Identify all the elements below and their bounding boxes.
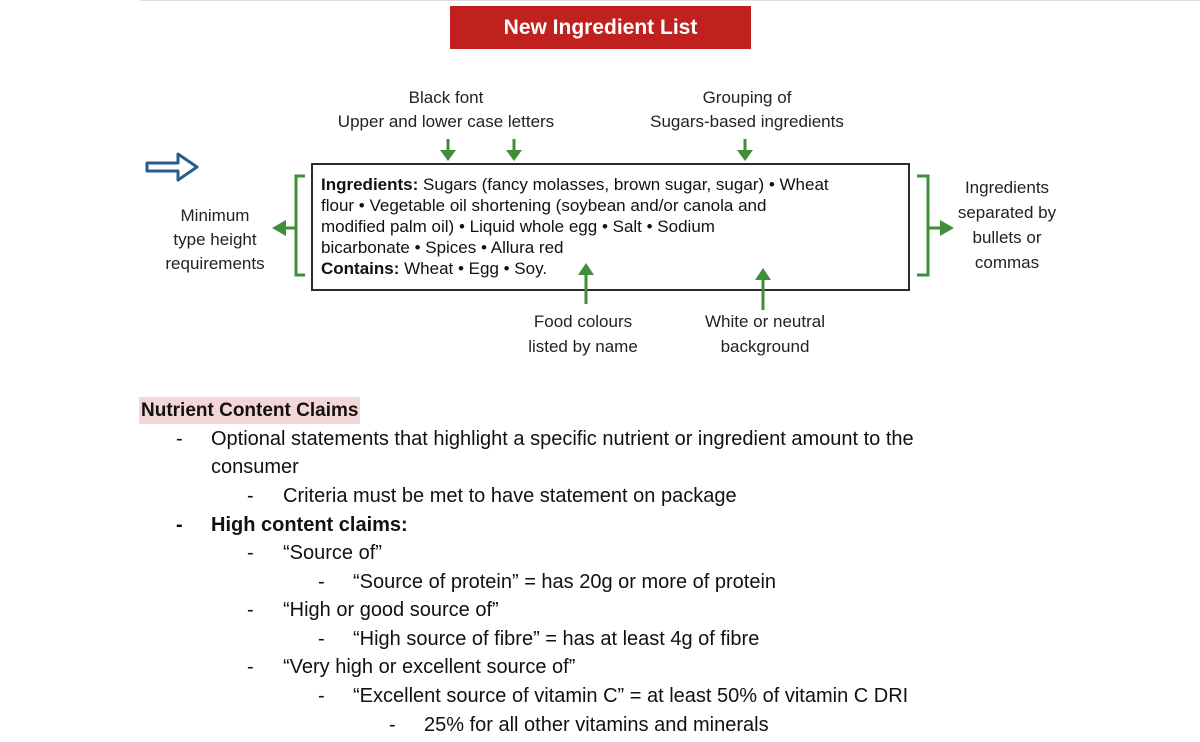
ingredient-line: Ingredients: Sugars (fancy molasses, bro… [321,174,902,195]
callout-min-type-height: Minimum type height requirements [155,204,275,276]
ingredient-line: modified palm oil) • Liquid whole egg • … [321,217,715,236]
bullet-dash: - [176,514,183,536]
list-item-text: “High or good source of” [283,599,499,621]
bullet-dash: - [318,628,325,650]
callout-grouping: Grouping of Sugars-based ingredients [632,86,862,134]
list-item-text: consumer [211,456,299,478]
section-heading: Nutrient Content Claims [139,397,361,424]
list-item-text: “Excellent source of vitamin C” = at lea… [353,685,909,707]
left-bracket-icon [285,174,305,277]
callout-line: type height [173,230,257,249]
left-arrow-icon [272,220,286,236]
ingredients-label: Ingredients: [321,175,419,194]
blue-pointer-arrow-icon [145,152,199,182]
bullet-dash: - [318,571,325,593]
callout-line: White or neutral [705,312,825,331]
bullet-dash: - [318,685,325,707]
callout-line: requirements [165,254,265,273]
list-item-text: 25% for all other vitamins and minerals [424,714,769,736]
list-item-text: “Very high or excellent source of” [283,656,576,678]
callout-line: Black font [408,88,484,107]
callout-food-colours: Food colours listed by name [513,309,653,359]
bullet-dash: - [389,714,396,736]
callout-line: Food colours [533,312,633,331]
list-item-text: Criteria must be met to have statement o… [283,485,737,507]
list-item-text: “Source of protein” = has 20g or more of… [353,571,777,593]
callout-line: Upper and lower case letters [337,112,555,131]
ingredient-text: Sugars (fancy molasses, brown sugar, sug… [418,175,829,194]
ingredient-line: bicarbonate • Spices • Allura red [321,238,564,257]
title-banner: New Ingredient List [450,6,751,49]
callout-black-font: Black font Upper and lower case letters [320,86,572,134]
ingredient-line: flour • Vegetable oil shortening (soybea… [321,196,767,215]
contains-line: Contains: Wheat • Egg • Soy. [321,258,902,279]
ingredient-list-box: Ingredients: Sugars (fancy molasses, bro… [311,163,910,291]
right-bracket-icon [917,174,941,277]
callout-line: Sugars-based ingredients [650,112,844,131]
bullet-dash: - [247,656,254,678]
bullet-dash: - [247,599,254,621]
callout-line: listed by name [528,337,638,356]
bullet-dash: - [247,542,254,564]
list-item-text: “High source of fibre” = has at least 4g… [353,628,760,650]
callout-line: Minimum [180,206,250,225]
list-item-text: Optional statements that highlight a spe… [211,428,914,450]
list-item-text: High content claims: [211,514,408,536]
callout-background: White or neutral background [690,309,840,359]
callout-separated: Ingredients separated by bullets or comm… [946,175,1068,275]
callout-line: separated by [957,203,1057,222]
callout-line: Grouping of [702,88,792,107]
top-divider [140,0,1200,1]
right-arrow-icon [940,220,954,236]
callout-line: commas [974,253,1040,272]
bullet-dash: - [247,485,254,507]
bullet-dash: - [176,428,183,450]
contains-text: Wheat • Egg • Soy. [399,259,548,278]
list-item-text: “Source of” [283,542,382,564]
callout-line: bullets or [972,228,1042,247]
contains-label: Contains: [321,259,400,278]
callout-line: background [720,337,810,356]
callout-line: Ingredients [964,178,1050,197]
